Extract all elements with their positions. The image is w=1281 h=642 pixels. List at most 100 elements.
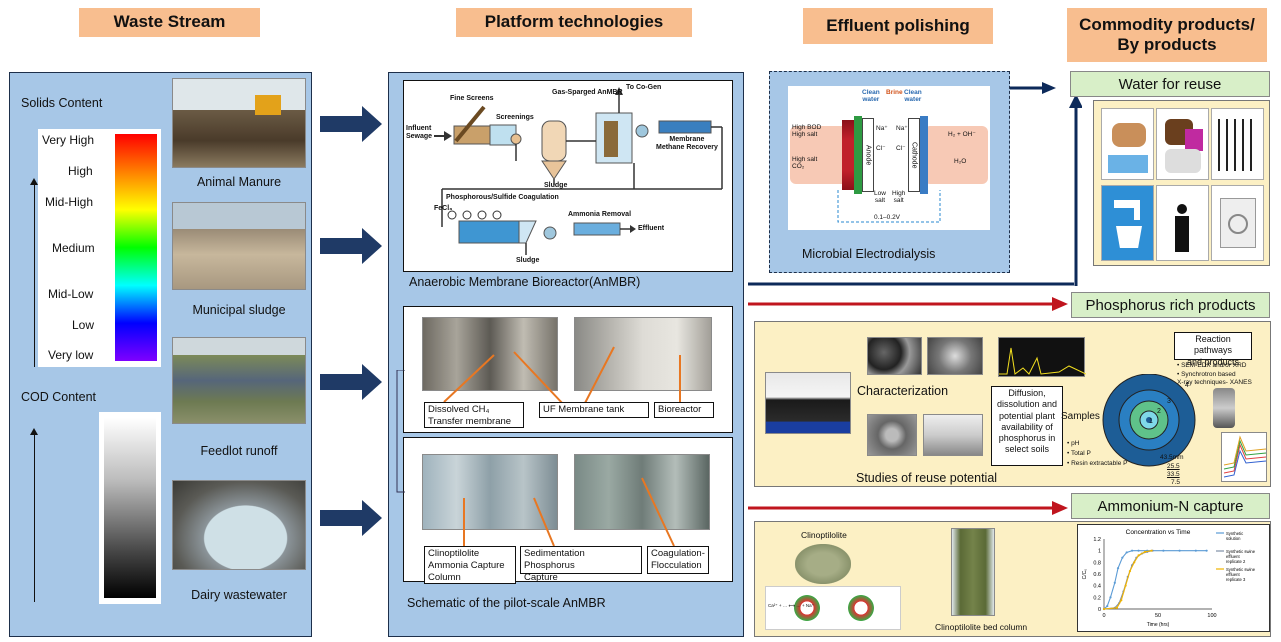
- y-tick-label: 1: [1098, 549, 1101, 555]
- cl-ion-label: Cl⁻: [876, 145, 886, 152]
- ion-exchange-equation: Ca²⁺ + … ⟷ … + Na⁺: [768, 603, 814, 608]
- sample-item-text: pH: [1071, 440, 1080, 447]
- data-point: [1120, 599, 1123, 602]
- phosphorus-panel: Characterization Studies of reuse potent…: [754, 321, 1271, 487]
- anode-input-label: High BOD High salt: [792, 124, 822, 139]
- livestock-icon: [1156, 108, 1209, 180]
- reaction-pathways-box: Reaction pathways and products: [1174, 332, 1252, 367]
- reaction-item-text: Synchrotron based X-ray techniques- XANE…: [1177, 371, 1252, 386]
- cod-arrow-head: [30, 428, 38, 435]
- x-tick-label: 100: [1207, 613, 1216, 619]
- sem-photo-2: [927, 337, 983, 375]
- soil-ring-diagram: [1102, 374, 1196, 467]
- water-reuse-panel: [1093, 100, 1270, 266]
- anode-label-text: Anode: [864, 144, 872, 166]
- sample-item: • Total P: [1067, 450, 1091, 457]
- ion-exchange-diagram: Ca²⁺ + … ⟷ … + Na⁺: [765, 586, 901, 630]
- anmbr-schematic-box: Influent Sewage Fine Screens Screenings …: [403, 80, 733, 272]
- pilot-caption: Schematic of the pilot-scale AnMBR: [407, 596, 606, 610]
- callout-lines: [463, 477, 675, 547]
- solids-color-bar: [115, 134, 157, 361]
- cow-drinking-icon: [1101, 108, 1154, 180]
- callout-ch4-membrane: Dissolved CH₄ Transfer membrane: [424, 402, 524, 428]
- distance-label: 7.5: [1171, 479, 1181, 486]
- spectrum-line: [999, 347, 1087, 375]
- solids-level-label: Medium: [52, 241, 95, 255]
- sample-item-text: Resin extractable P: [1071, 460, 1128, 467]
- arrow-right-icon: [320, 106, 382, 142]
- y-tick-label: 1.2: [1093, 537, 1101, 543]
- edx-spectrum-plot: [998, 337, 1087, 377]
- anmbr-caption-text: Anaerobic Membrane Bioreactor(AnMBR): [409, 275, 641, 289]
- sample-item: • pH: [1067, 440, 1080, 447]
- low-salt-label: Low salt: [874, 190, 886, 205]
- dairy-barn-icon: [1211, 108, 1264, 180]
- y-tick-label: 0.6: [1093, 572, 1101, 578]
- municipal-sludge-photo: [172, 202, 306, 290]
- microscope-icon: [1213, 388, 1235, 428]
- sem-photo-1: [867, 337, 922, 375]
- header-waste-stream: Waste Stream: [79, 8, 260, 37]
- schematic-to-cogen-label: To Co-Gen: [626, 84, 662, 91]
- reaction-item: • SEM-EDX and/or XRD: [1177, 362, 1247, 369]
- data-point: [1150, 549, 1153, 552]
- vertical-arrow-up: [1069, 94, 1082, 286]
- effluent-polishing-panel: Anode Cathode Clean water Brine Clean wa…: [769, 71, 1010, 273]
- brine-label: Brine: [886, 89, 903, 96]
- chart-title: Concentration vs Time: [1126, 529, 1191, 536]
- schematic-phos-coag-label: Phosphorous/Sulfide Coagulation: [446, 194, 559, 201]
- high-salt-label: High salt: [892, 190, 906, 205]
- schematic-ammonia-removal-label: Ammonia Removal: [568, 211, 632, 218]
- series-line: [1103, 550, 1207, 610]
- y-tick-label: 0.2: [1093, 595, 1101, 601]
- bracket-line: [396, 370, 405, 493]
- data-point: [1137, 554, 1140, 557]
- animal-manure-photo: [172, 78, 306, 168]
- callout-clinoptilolite-column: Clinoptilolite Ammonia Capture Column: [424, 546, 516, 584]
- zeolite-structure-icon: [846, 593, 876, 623]
- cod-gray-bar: [104, 418, 156, 598]
- municipal-sludge-caption: Municipal sludge: [192, 303, 286, 317]
- sample-item: • Resin extractable P: [1067, 460, 1128, 467]
- faucet-icon: [1101, 185, 1154, 261]
- schematic-sludge-label: Sludge: [516, 257, 540, 264]
- reaction-item-text: SEM-EDX and/or XRD: [1181, 362, 1247, 369]
- cathode-label-text: Cathode: [910, 141, 918, 169]
- pilot-caption-text: Schematic of the pilot-scale AnMBR: [407, 596, 606, 610]
- schematic-sludge-label: Sludge: [544, 182, 568, 189]
- data-point: [1137, 549, 1140, 552]
- header-platform-text: Platform technologies: [484, 12, 664, 32]
- data-point: [1106, 604, 1109, 608]
- soil-core-photo: [867, 414, 917, 456]
- pilot-photo-box-2: Clinoptilolite Ammonia Capture Column Se…: [403, 437, 733, 584]
- schematic-fecl-label: FeCl₃: [434, 205, 453, 212]
- y-tick-label: 0: [1098, 607, 1101, 613]
- series-line: [1103, 550, 1152, 610]
- data-point: [1116, 567, 1120, 570]
- distance-label: 43.5mm: [1160, 454, 1184, 461]
- schematic-fine-screens-label: Fine Screens: [450, 95, 494, 102]
- y-axis-label: C/C₀: [1082, 569, 1088, 580]
- cathode-h2-label: H₂ + OH⁻: [948, 131, 976, 138]
- flow-arrows: [748, 82, 1074, 515]
- callout-coagulation: Coagulation- Flocculation: [647, 546, 709, 574]
- water-reuse-box: Water for reuse: [1070, 71, 1270, 97]
- dairy-wastewater-photo: [172, 480, 306, 570]
- reaction-item: • Synchrotron based X-ray techniques- XA…: [1177, 371, 1252, 386]
- solids-level-label: Very High: [42, 133, 95, 147]
- clinoptilolite-pile: [795, 544, 851, 584]
- distance-label: 33.5: [1167, 471, 1180, 478]
- feedlot-runoff-photo: [172, 337, 306, 424]
- header-effluent-polishing: Effluent polishing: [803, 8, 993, 44]
- ring-number: 4: [1185, 382, 1189, 389]
- xanes-lines: [1223, 435, 1267, 478]
- schematic-effluent-label: Effluent: [638, 225, 665, 232]
- clean-water-right-label: Clean water: [904, 89, 922, 104]
- cathode-chamber: [924, 126, 988, 184]
- y-tick-label: 0.8: [1093, 560, 1101, 566]
- pilot-photo-box-1: Dissolved CH₄ Transfer membrane UF Membr…: [403, 306, 733, 433]
